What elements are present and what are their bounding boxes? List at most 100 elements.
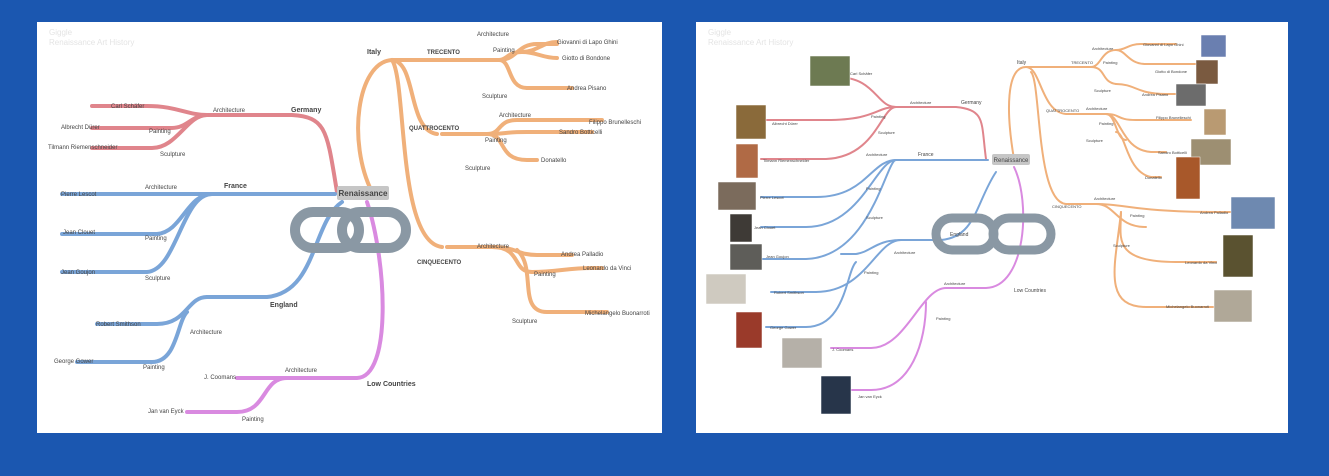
tre-arch-label: Architecture: [477, 32, 510, 38]
england-label: England: [950, 232, 969, 238]
artwork-thumbnail[interactable]: [717, 181, 757, 211]
tre-paint-label: Painting: [493, 48, 515, 54]
artwork-thumbnail[interactable]: [729, 243, 763, 271]
germany-branches: [90, 104, 339, 194]
england-arch-label: Architecture: [190, 330, 223, 336]
link-icon: [290, 207, 411, 253]
germany-label: Germany: [961, 100, 982, 106]
cinquecento-label: CINQUECENTO: [417, 260, 462, 266]
artwork-thumbnail[interactable]: [781, 337, 823, 369]
artwork-thumbnail[interactable]: [1222, 234, 1254, 278]
germany-label: Germany: [291, 107, 321, 114]
artist-palladio: Andrea Palladio: [1200, 210, 1229, 215]
artist-giotto: Giotto di Bondone: [562, 56, 611, 62]
artwork-thumbnail[interactable]: [735, 311, 763, 349]
artist-botticelli: Sandro Botticelli: [559, 130, 602, 136]
italy-labels: Italy TRECENTO Architecture Painting Scu…: [367, 32, 650, 325]
cin-arch-label: Architecture: [477, 244, 510, 250]
germany-labels: Germany Architecture Painting Sculpture …: [763, 71, 982, 163]
artist-schafer: Carl Schäfer: [111, 104, 144, 110]
artist-ghini: Giovanni di Lapo Ghini: [557, 40, 618, 46]
artist-smithson: Robert Smithson: [774, 290, 804, 295]
france-sculpt-label: Sculpture: [866, 215, 884, 220]
artist-michelangelo: Michelangelo Buonarroti: [585, 311, 650, 317]
lc-arch-label: Architecture: [944, 281, 966, 286]
artist-gower: George Gower: [770, 325, 797, 330]
artwork-thumbnail[interactable]: [1175, 156, 1201, 200]
qua-arch-label: Architecture: [499, 113, 532, 119]
artist-davinci: Leonardo da Vinci: [1185, 260, 1217, 265]
mindmap-panel-text: Giggle Renaissance Art History: [37, 22, 662, 433]
france-paint-label: Painting: [145, 236, 167, 242]
mindmap-canvas: Renaissance Italy TRECENTO Architecture …: [48, 32, 650, 423]
france-branches: [60, 192, 337, 274]
artist-davinci: Leonardo da Vinci: [583, 266, 631, 272]
cin-sculpt-label: Sculpture: [512, 319, 538, 325]
root-node[interactable]: [337, 186, 389, 200]
artwork-thumbnail[interactable]: [1213, 289, 1253, 323]
england-labels: England Architecture Painting Robert Smi…: [770, 232, 969, 330]
cin-arch-label: Architecture: [1094, 196, 1116, 201]
england-label: England: [270, 302, 298, 309]
artist-brunelleschi: Filippo Brunelleschi: [1156, 115, 1191, 120]
low-countries-label: Low Countries: [1014, 288, 1046, 294]
lc-arch-label: Architecture: [285, 368, 318, 374]
mindmap-panel-images: Giggle Renaissance Art History: [696, 22, 1288, 433]
artist-riemenschneider: Tilmann Riemenschneider: [48, 145, 117, 151]
lc-paint-label: Painting: [242, 417, 264, 423]
artist-goujon: Jean Goujon: [61, 270, 95, 276]
artwork-thumbnail[interactable]: [1195, 59, 1219, 85]
germany-sculpt-label: Sculpture: [160, 152, 186, 158]
root-node[interactable]: [992, 154, 1030, 165]
artist-pisano: Andrea Pisano: [1142, 92, 1169, 97]
low-countries-labels: Low Countries Architecture Painting J. C…: [832, 281, 1046, 399]
artist-botticelli: Sandro Botticelli: [1158, 150, 1187, 155]
qua-sculpt-label: Sculpture: [1086, 138, 1104, 143]
germany-paint-label: Painting: [149, 129, 171, 135]
artist-gower: George Gower: [54, 359, 93, 365]
artist-pisano: Andrea Pisano: [567, 86, 607, 92]
quattrocento-label: QUATTROCENTO: [1046, 108, 1079, 113]
artwork-thumbnail[interactable]: [729, 213, 753, 243]
italy-label: Italy: [367, 49, 381, 56]
italy-labels: Italy TRECENTO Architecture Painting Scu…: [1017, 42, 1229, 309]
cinquecento-label: CINQUECENTO: [1052, 204, 1081, 209]
low-countries-branches: [185, 200, 385, 414]
artwork-thumbnail[interactable]: [1200, 34, 1227, 58]
tre-sculpt-label: Sculpture: [482, 94, 508, 100]
artist-coomans: J. Coomans: [832, 347, 853, 352]
artwork-thumbnail[interactable]: [1203, 108, 1227, 136]
lc-paint-label: Painting: [936, 316, 950, 321]
france-label: France: [918, 152, 934, 158]
artwork-thumbnails: [705, 34, 1276, 415]
link-icon: [931, 213, 1056, 255]
france-arch-label: Architecture: [866, 152, 888, 157]
watermark: Giggle Renaissance Art History: [49, 28, 134, 48]
artist-michelangelo: Michelangelo Buonarroti: [1166, 304, 1209, 309]
germany-labels: Germany Architecture Painting Sculpture …: [48, 104, 321, 158]
artist-durer: Albrecht Dürer: [61, 125, 100, 131]
artwork-thumbnail[interactable]: [1230, 196, 1276, 230]
artist-giotto: Giotto di Bondone: [1155, 69, 1188, 74]
england-paint-label: Painting: [864, 270, 878, 275]
qua-paint-label: Painting: [485, 138, 507, 144]
artist-clouet: Jean Clouet: [754, 225, 776, 230]
artist-smithson: Robert Smithson: [96, 322, 141, 328]
tre-arch-label: Architecture: [1092, 46, 1114, 51]
artist-palladio: Andrea Palladio: [561, 252, 604, 258]
germany-sculpt-label: Sculpture: [878, 130, 896, 135]
italy-branches: [356, 40, 609, 314]
cin-paint-label: Painting: [534, 272, 556, 278]
artwork-thumbnail[interactable]: [809, 55, 851, 87]
england-branches: [75, 200, 344, 364]
england-paint-label: Painting: [143, 365, 165, 371]
trecento-label: TRECENTO: [1071, 60, 1093, 65]
artwork-thumbnail[interactable]: [820, 375, 852, 415]
artwork-thumbnail[interactable]: [1175, 83, 1207, 107]
artwork-thumbnail[interactable]: [735, 143, 759, 179]
italy-label: Italy: [1017, 60, 1027, 66]
france-arch-label: Architecture: [145, 185, 178, 191]
germany-paint-label: Painting: [871, 114, 885, 119]
artwork-thumbnail[interactable]: [705, 273, 747, 305]
artwork-thumbnail[interactable]: [735, 104, 767, 140]
